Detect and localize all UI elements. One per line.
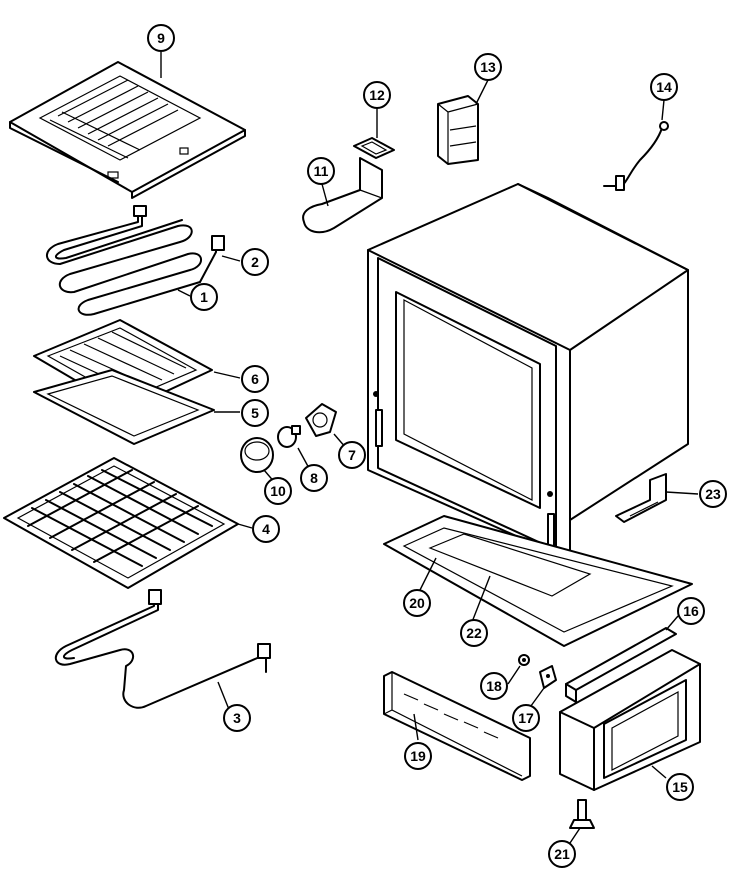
svg-text:1: 1: [200, 289, 208, 305]
callout-5: 5: [241, 399, 269, 427]
part-21-leveling-leg: [569, 799, 595, 829]
callout-22: 22: [460, 619, 488, 647]
callout-15: 15: [666, 773, 694, 801]
svg-text:16: 16: [683, 603, 699, 619]
part-13-insulation: [437, 95, 479, 165]
part-20-bottom-panel: [383, 515, 693, 647]
svg-text:10: 10: [270, 483, 286, 499]
part-16-angle-strip: [565, 627, 677, 703]
svg-text:15: 15: [672, 779, 688, 795]
callout-18: 18: [480, 672, 508, 700]
part-8-light-bulb: [277, 425, 301, 448]
svg-text:13: 13: [480, 59, 496, 75]
callout-21: 21: [548, 840, 576, 868]
part-23-bracket: [615, 473, 667, 523]
svg-text:12: 12: [369, 87, 385, 103]
callout-10: 10: [264, 477, 292, 505]
svg-text:11: 11: [314, 163, 329, 179]
part-12-plate: [353, 137, 395, 159]
svg-text:18: 18: [486, 678, 502, 694]
svg-text:3: 3: [233, 710, 241, 726]
callout-1: 1: [190, 283, 218, 311]
part-19-bracket-rail: [383, 671, 531, 781]
svg-text:6: 6: [251, 371, 259, 387]
svg-text:8: 8: [310, 470, 318, 486]
part-11-vent-duct: [302, 157, 383, 234]
callout-6: 6: [241, 365, 269, 393]
svg-text:23: 23: [705, 486, 721, 502]
part-7-light-socket: [305, 403, 337, 437]
callout-8: 8: [300, 464, 328, 492]
part-4-oven-rack: [3, 457, 239, 589]
svg-text:17: 17: [518, 710, 534, 726]
callout-11: 11: [307, 157, 335, 185]
svg-text:21: 21: [554, 846, 570, 862]
callout-19: 19: [404, 742, 432, 770]
callout-23: 23: [699, 480, 727, 508]
svg-text:4: 4: [262, 521, 270, 537]
part-15-kick-panel: [559, 649, 701, 791]
callout-7: 7: [338, 441, 366, 469]
part-14-sensor-wire: [603, 121, 669, 191]
svg-text:7: 7: [348, 447, 356, 463]
callout-13: 13: [474, 53, 502, 81]
svg-text:14: 14: [656, 79, 672, 95]
callout-4: 4: [252, 515, 280, 543]
part-3-lower-element: [55, 589, 271, 709]
svg-text:19: 19: [410, 748, 426, 764]
callout-20: 20: [403, 589, 431, 617]
callout-3: 3: [223, 704, 251, 732]
part-18-screw: [518, 654, 530, 666]
part-5-broil-pan: [33, 369, 215, 445]
part-9-heat-shield: [9, 61, 246, 199]
callout-16: 16: [677, 597, 705, 625]
callout-17: 17: [512, 704, 540, 732]
svg-text:20: 20: [409, 595, 425, 611]
part-22-bottom-insulation: [428, 533, 592, 597]
svg-text:22: 22: [466, 625, 482, 641]
part-1-bake-element: [46, 205, 225, 316]
part-10-light-lens: [240, 437, 274, 473]
part-17-clip: [539, 665, 557, 689]
svg-text:2: 2: [251, 254, 259, 270]
svg-text:9: 9: [157, 30, 165, 46]
oven-cavity: [367, 183, 689, 561]
callout-12: 12: [363, 81, 391, 109]
callout-14: 14: [650, 73, 678, 101]
callout-2: 2: [241, 248, 269, 276]
svg-text:5: 5: [251, 405, 259, 421]
callout-9: 9: [147, 24, 175, 52]
